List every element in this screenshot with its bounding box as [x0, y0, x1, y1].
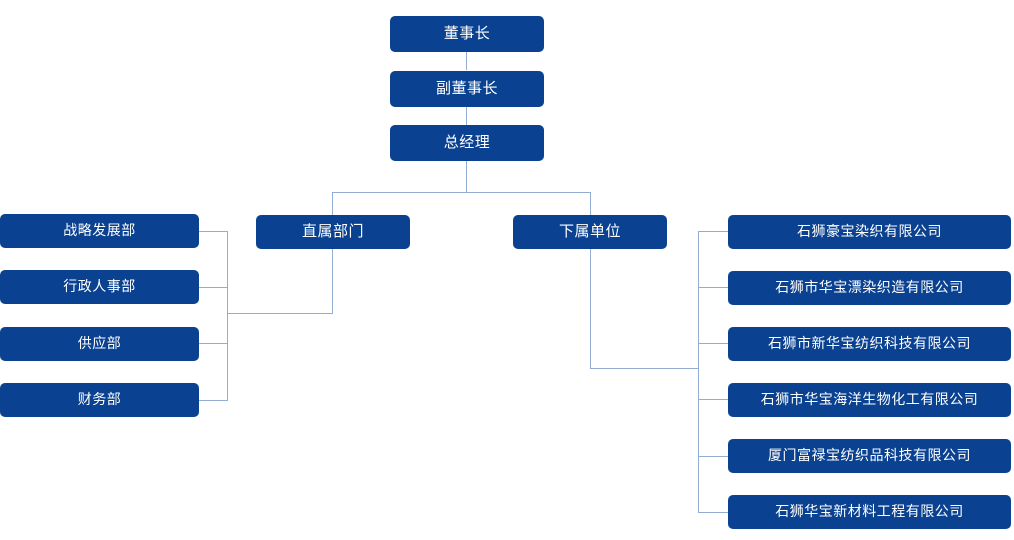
connector-vice-gm	[466, 107, 467, 125]
connector-dept-trunk	[227, 231, 228, 400]
connector-gm-bar	[332, 192, 591, 193]
node-department-strategy[interactable]: 战略发展部	[0, 214, 199, 248]
node-general-manager-label: 总经理	[443, 133, 491, 151]
connector-subsidiary-unit-stem	[590, 249, 591, 368]
node-subsidiary-1[interactable]: 石狮豪宝染织有限公司	[728, 215, 1011, 249]
connector-subsidiary-stub-6	[698, 512, 728, 513]
connector-direct-depts-link	[227, 313, 333, 314]
connector-subsidiary-stub-3	[698, 343, 728, 344]
node-subsidiary-6[interactable]: 石狮华宝新材料工程有限公司	[728, 495, 1011, 529]
node-subsidiary-units[interactable]: 下属单位	[513, 215, 667, 249]
node-department-finance-label: 财务部	[77, 391, 122, 408]
connector-subsidiary-stub-4	[698, 399, 728, 400]
node-direct-departments-label: 直属部门	[301, 222, 364, 240]
node-subsidiary-2[interactable]: 石狮市华宝漂染织造有限公司	[728, 271, 1011, 305]
connector-subsidiary-unit-link	[590, 368, 699, 369]
connector-gm-stem	[466, 161, 467, 192]
node-subsidiary-1-label: 石狮豪宝染织有限公司	[797, 223, 942, 240]
connector-dept-stub-2	[199, 287, 228, 288]
node-chairman-label: 董事长	[443, 24, 491, 42]
node-subsidiary-4-label: 石狮市华宝海洋生物化工有限公司	[760, 391, 979, 408]
connector-subsidiary-trunk	[698, 231, 699, 512]
connector-subsidiary-stub-2	[698, 287, 728, 288]
connector-dept-stub-1	[199, 231, 228, 232]
connector-dept-stub-4	[199, 400, 228, 401]
connector-bar-to-subsidiary-unit	[590, 192, 591, 215]
node-subsidiary-5-label: 厦门富禄宝纺织品科技有限公司	[768, 447, 971, 464]
node-department-finance[interactable]: 财务部	[0, 383, 199, 417]
node-subsidiary-5[interactable]: 厦门富禄宝纺织品科技有限公司	[728, 439, 1011, 473]
node-subsidiary-3[interactable]: 石狮市新华宝纺织科技有限公司	[728, 327, 1011, 361]
connector-subsidiary-stub-1	[698, 231, 728, 232]
node-department-hr-label: 行政人事部	[63, 278, 136, 295]
connector-chairman-vice	[466, 52, 467, 70]
connector-subsidiary-stub-5	[698, 456, 728, 457]
node-department-hr[interactable]: 行政人事部	[0, 270, 199, 304]
node-chairman[interactable]: 董事长	[390, 16, 544, 52]
node-vice-chairman-label: 副董事长	[435, 79, 498, 97]
connector-bar-to-direct-depts	[332, 192, 333, 215]
node-department-strategy-label: 战略发展部	[63, 222, 136, 239]
node-subsidiary-units-label: 下属单位	[558, 222, 621, 240]
node-department-supply[interactable]: 供应部	[0, 327, 199, 361]
connector-direct-depts-stem	[332, 249, 333, 313]
connector-dept-stub-3	[199, 343, 228, 344]
node-general-manager[interactable]: 总经理	[390, 125, 544, 161]
node-subsidiary-2-label: 石狮市华宝漂染织造有限公司	[775, 279, 964, 296]
node-subsidiary-6-label: 石狮华宝新材料工程有限公司	[775, 503, 964, 520]
node-subsidiary-4[interactable]: 石狮市华宝海洋生物化工有限公司	[728, 383, 1011, 417]
node-subsidiary-3-label: 石狮市新华宝纺织科技有限公司	[768, 335, 971, 352]
node-department-supply-label: 供应部	[77, 335, 122, 352]
node-vice-chairman[interactable]: 副董事长	[390, 71, 544, 107]
node-direct-departments[interactable]: 直属部门	[256, 215, 410, 249]
